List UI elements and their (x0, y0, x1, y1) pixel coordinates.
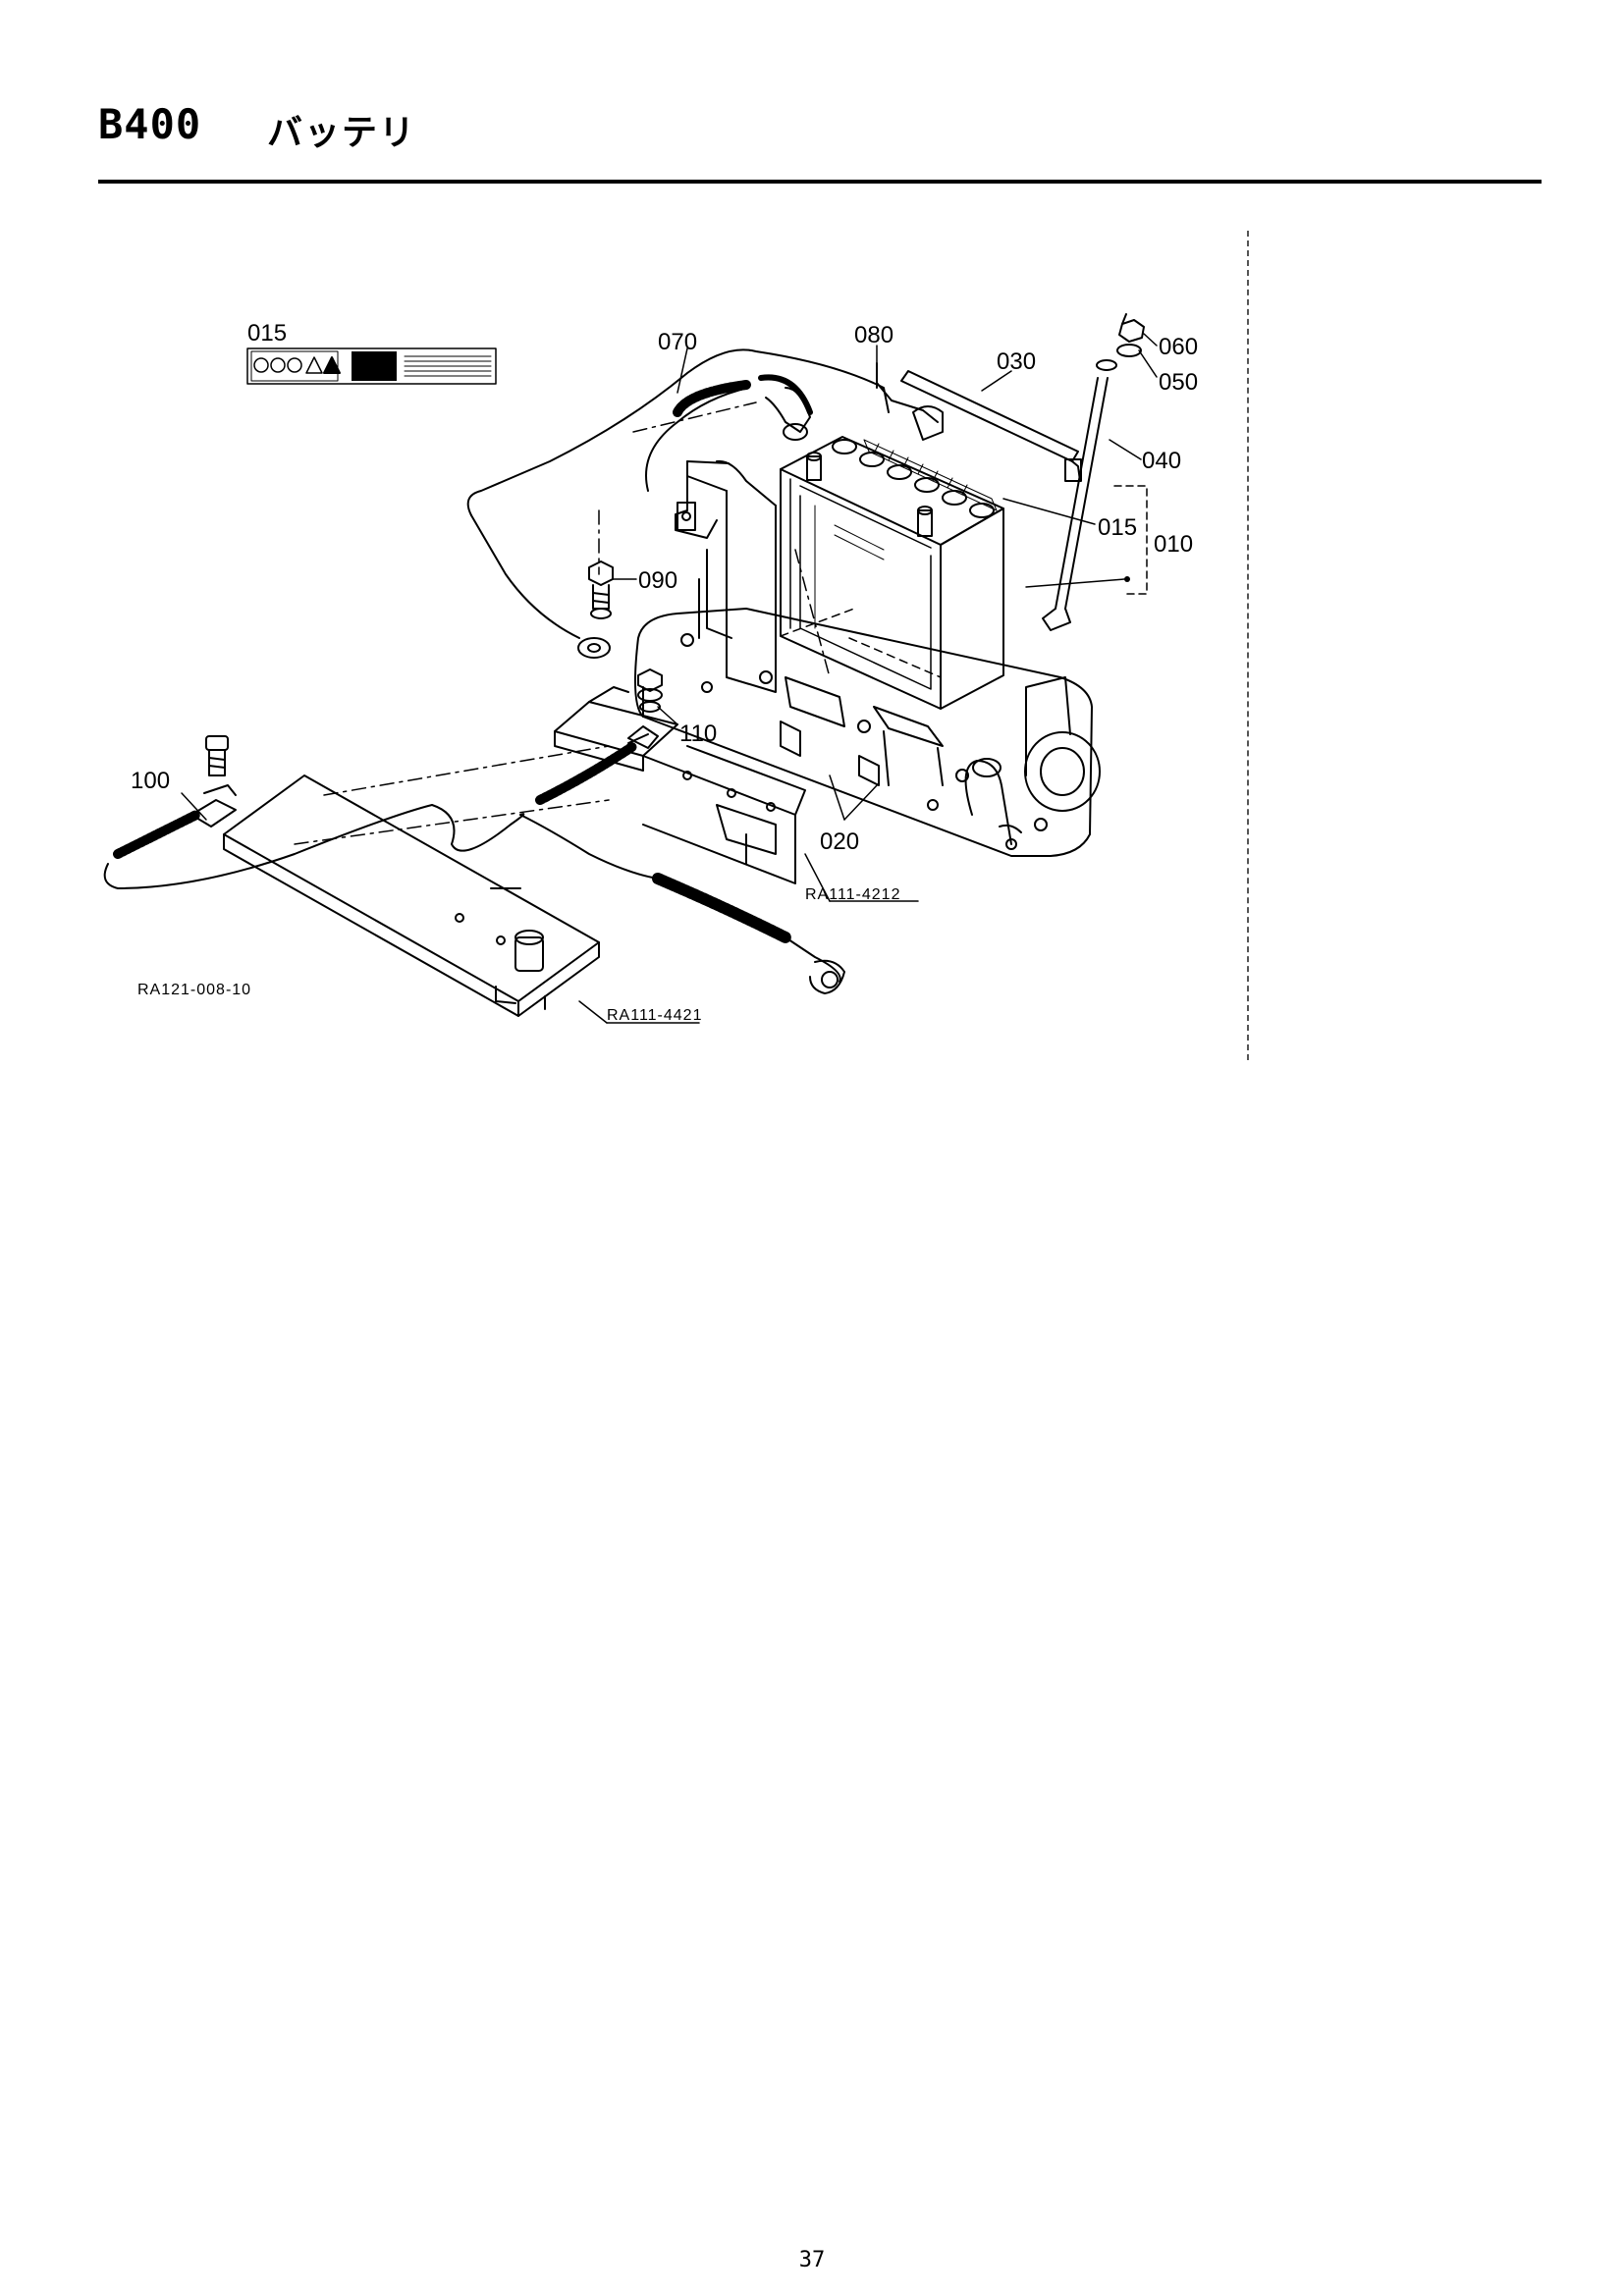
callout-060: 060 (1159, 334, 1198, 360)
hold-down-bar-drawing (900, 313, 1145, 631)
page-number: 37 (798, 2248, 826, 2272)
cable-lower-drawing (519, 814, 845, 994)
page-header: B400 バッテリ (98, 90, 1542, 185)
figure-id: RA121-008-10 (137, 982, 251, 998)
callout-020: 020 (820, 828, 859, 855)
warning-label-drawing (246, 347, 497, 385)
column-divider (1247, 231, 1249, 1060)
section-title: バッテリ (267, 113, 417, 153)
battery-support-drawing (675, 459, 944, 786)
callout-080: 080 (854, 322, 893, 348)
alignment-lines (294, 401, 831, 845)
ref-ra111-4421: RA111-4421 (607, 1007, 702, 1024)
battery-drawing (780, 436, 1004, 710)
callout-050: 050 (1159, 369, 1198, 396)
callout-040: 040 (1142, 448, 1181, 474)
callout-070: 070 (658, 329, 697, 355)
negative-plate-drawing (103, 735, 600, 1017)
callout-030: 030 (997, 348, 1036, 375)
callout-015-label: 015 (247, 320, 287, 347)
callout-010: 010 (1154, 531, 1193, 558)
ref-ra111-4212: RA111-4212 (805, 886, 900, 903)
callout-015-battery: 015 (1098, 514, 1137, 541)
section-code: B400 (98, 100, 202, 148)
leader-dot (1124, 576, 1130, 582)
leader-lines (181, 333, 1158, 1024)
cable-110-drawing (535, 733, 649, 805)
callout-100: 100 (131, 768, 170, 794)
battery-parts-diagram: 015 070 080 030 060 050 040 015 010 090 … (103, 313, 1198, 1024)
cable-070-drawing (466, 348, 890, 659)
header-rule (98, 180, 1542, 184)
callout-090: 090 (638, 567, 677, 594)
base-plate-drawing (633, 608, 1101, 857)
cable-080-drawing (876, 362, 944, 441)
callout-110: 110 (679, 721, 717, 747)
bolt-090-drawing (588, 561, 614, 619)
